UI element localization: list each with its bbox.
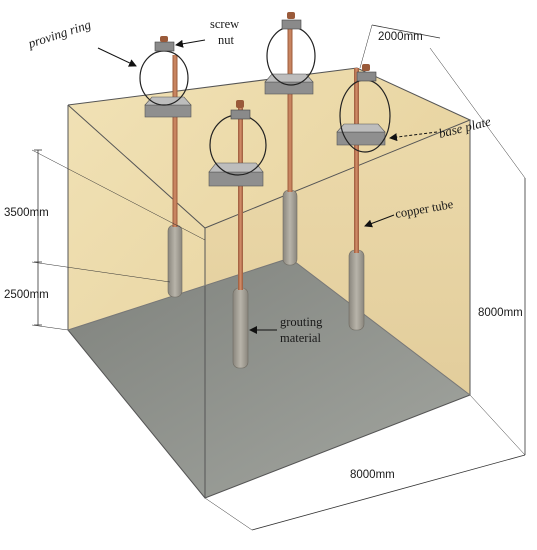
material-label: material — [280, 331, 321, 345]
base-plate-arrow — [389, 131, 438, 142]
screw-top — [362, 64, 370, 71]
base-plate-top — [336, 123, 386, 133]
proving-ring-label: proving ring — [25, 16, 93, 51]
base-plate — [144, 104, 192, 118]
proving-ring-arrow — [97, 47, 137, 67]
dim-2500-label: 2500mm — [4, 289, 49, 301]
grout-column — [348, 249, 365, 331]
copper-tube — [354, 68, 359, 253]
dim-2000-label: 2000mm — [378, 31, 423, 43]
grout-column — [167, 224, 183, 298]
copper-tube — [238, 108, 243, 290]
anchor-4 — [208, 100, 267, 369]
screw-nut — [154, 41, 175, 52]
dimension-lines — [31, 24, 526, 531]
anchor-3 — [336, 64, 391, 331]
leader-arrows — [97, 39, 438, 334]
base-plate-top — [264, 73, 314, 83]
copper-tube-arrow — [364, 214, 395, 228]
dim-height-label: 8000mm — [478, 307, 523, 319]
base-plate — [208, 171, 264, 187]
anchor-1 — [139, 36, 192, 298]
screw-nut — [281, 19, 302, 30]
grout-column — [282, 189, 298, 266]
copper-tube — [287, 22, 293, 192]
grout-column — [232, 287, 249, 369]
screw-top — [287, 12, 295, 19]
anchor-2 — [264, 12, 316, 266]
soil-block — [67, 67, 472, 499]
screw-label: screw — [210, 17, 239, 31]
soil-floor — [68, 258, 470, 498]
screw-nut — [356, 71, 377, 82]
screw-nut-arrow — [175, 39, 206, 48]
dim-width-label: 8000mm — [350, 469, 395, 481]
screw-top — [236, 100, 244, 108]
screw-nut — [230, 109, 251, 120]
dim-3500-label: 3500mm — [4, 207, 49, 219]
nut-label: nut — [218, 33, 235, 47]
base-plate — [264, 81, 314, 95]
grouting-label: grouting — [280, 315, 323, 329]
screw-top — [160, 36, 168, 42]
copper-tube — [172, 55, 178, 227]
base-plate — [336, 131, 386, 146]
